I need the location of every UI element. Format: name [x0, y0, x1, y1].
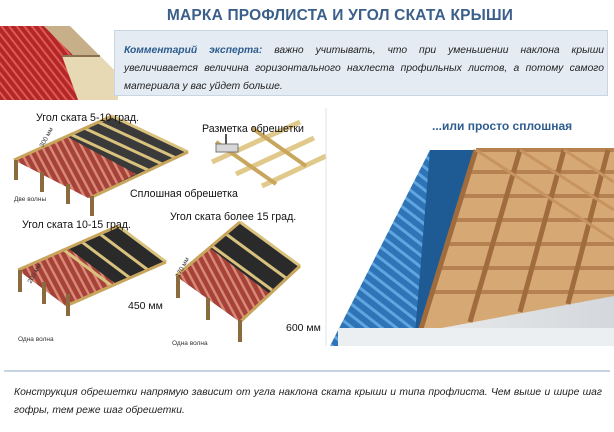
label-solid-lathing: Сплошная обрешетка [130, 188, 238, 200]
label-one-wave-2: Одна волна [172, 340, 208, 347]
expert-comment-label: Комментарий эксперта: [124, 45, 263, 56]
scene-marking [210, 119, 328, 189]
label-or-solid: ...или просто сплошная [432, 119, 573, 133]
label-two-waves: Две волны [14, 196, 47, 203]
roof-corner-illustration [0, 26, 118, 100]
page-title: МАРКА ПРОФЛИСТА И УГОЛ СКАТА КРЫШИ [166, 7, 514, 24]
expert-comment-box [114, 30, 608, 96]
expert-comment-text: важно учитывать, что при уменьшении накл… [124, 45, 604, 92]
footer-box [4, 370, 610, 426]
dim-600: 600 мм [286, 322, 321, 334]
label-angle-15-plus: Угол ската более 15 град. [170, 211, 297, 223]
footer-text: Конструкция обрешетки напрямую зависит о… [14, 387, 602, 416]
expert-comment: Комментарий эксперта: важно учитывать, ч… [124, 42, 604, 96]
lathing-illustrations [13, 108, 614, 346]
label-marking: Разметка обрешетки [202, 123, 304, 135]
label-angle-5-10: Угол ската 5-10 град. [36, 112, 139, 124]
dim-450: 450 мм [128, 300, 163, 312]
scene-angle-5-10 [13, 114, 189, 216]
scene-angle-15-plus [175, 220, 302, 342]
scene-house-solid [330, 148, 614, 346]
label-angle-10-15: Угол ската 10-15 град. [22, 219, 131, 231]
label-one-wave-1: Одна волна [18, 336, 54, 343]
scene-angle-10-15 [17, 224, 167, 316]
